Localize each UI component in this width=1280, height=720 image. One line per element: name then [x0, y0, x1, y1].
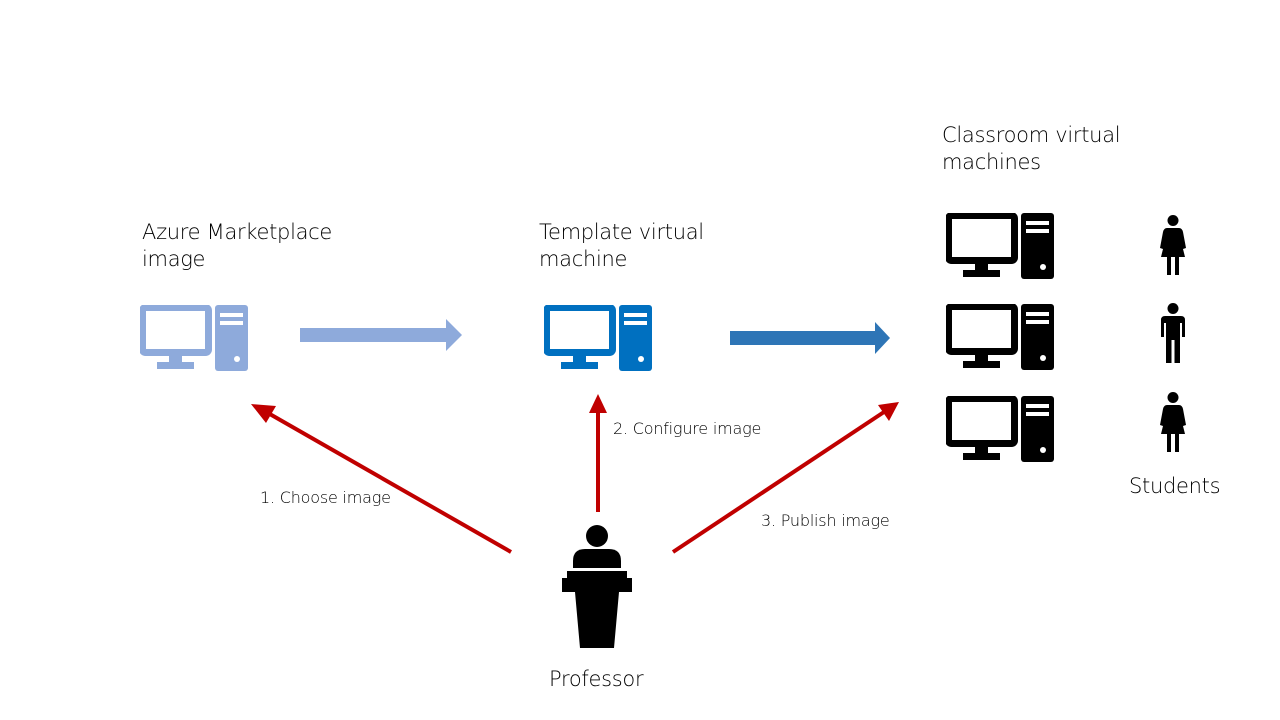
classroom-label: Classroom virtual machines — [942, 122, 1121, 176]
classroom-computers — [949, 213, 1055, 462]
marketplace-computer-icon — [143, 305, 249, 371]
marketplace-label-line2: image — [142, 246, 206, 271]
marketplace-label-line1: Azure Marketplace — [142, 220, 333, 244]
classroom-computer-icon — [949, 213, 1055, 279]
classroom-label-line2: machines — [942, 149, 1041, 174]
step-configure-image-label: 2. Configure image — [613, 419, 762, 438]
male-student-icon — [1161, 303, 1185, 363]
publish-image-arrow — [671, 410, 886, 554]
marketplace-label: Azure Marketplace image — [142, 219, 332, 273]
template-label-line2: machine — [539, 246, 628, 271]
template-label: Template virtual machine — [539, 219, 704, 273]
step-choose-image-label: 1. Choose image — [260, 488, 391, 507]
choose-image-arrowhead — [251, 404, 276, 423]
female-student-icon — [1160, 215, 1186, 275]
template-computer-icon — [547, 305, 653, 371]
choose-image-arrow — [267, 411, 512, 554]
publish-image-arrowhead — [878, 402, 899, 421]
female-student-icon — [1160, 392, 1186, 452]
students-label: Students — [1129, 474, 1221, 498]
professor-lectern-icon — [562, 525, 632, 648]
professor-label: Professor — [549, 667, 644, 691]
step-arrows — [251, 394, 899, 554]
classroom-computer-icon — [949, 396, 1055, 462]
students-group — [1160, 215, 1186, 452]
classroom-computer-icon — [949, 304, 1055, 370]
classroom-label-line1: Classroom virtual — [942, 123, 1121, 147]
template-to-classroom-arrow — [730, 322, 890, 354]
marketplace-to-template-arrow — [300, 319, 462, 351]
step-publish-image-label: 3. Publish image — [761, 511, 890, 530]
template-label-line1: Template virtual — [539, 220, 704, 244]
configure-image-arrowhead — [589, 394, 607, 413]
